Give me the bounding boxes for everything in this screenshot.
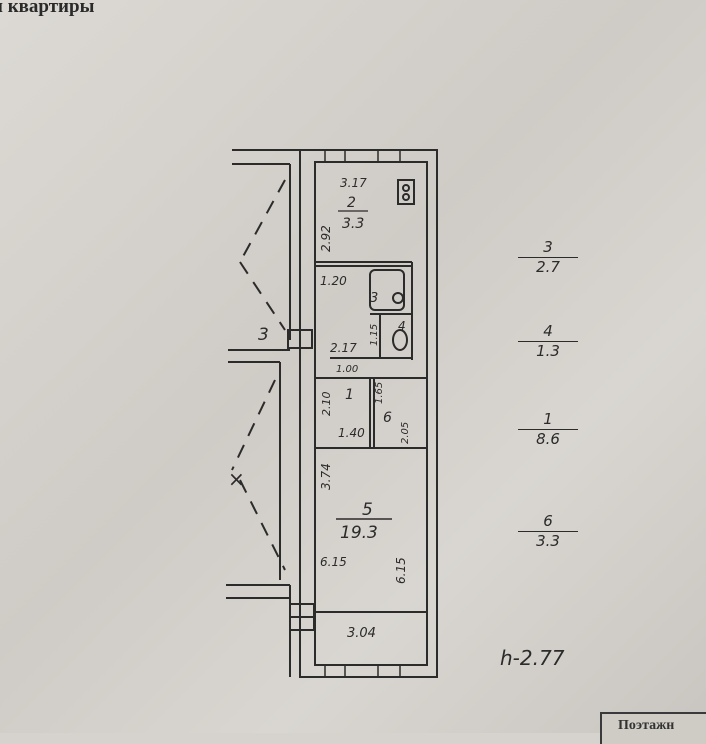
- inner-wall: [314, 161, 428, 666]
- svg-text:5: 5: [362, 500, 373, 520]
- corner-stamp: Поэтажн: [600, 712, 706, 744]
- stamp-text: Поэтажн: [618, 718, 675, 733]
- room-width-dim: 3.04: [347, 626, 376, 641]
- kitchen-width: 3.17: [340, 176, 367, 190]
- closet-depth: 2.05: [400, 422, 411, 444]
- svg-text:2: 2: [347, 195, 356, 211]
- kitchen-depth: 2.92: [319, 225, 333, 252]
- room-6-number: 6: [383, 410, 392, 426]
- corridor-width: 2.17: [330, 341, 357, 355]
- toilet-depth: 1.15: [369, 324, 380, 346]
- svg-text:19.3: 19.3: [340, 523, 378, 543]
- closet-width: 1.65: [374, 382, 385, 404]
- door-width: 1.00: [336, 364, 358, 375]
- stair-label: 3: [258, 325, 269, 345]
- room-right-dim: 6.15: [394, 557, 408, 584]
- outer-wall: [299, 149, 438, 678]
- ceiling-height: h-2.77: [500, 646, 565, 670]
- stove: [397, 179, 415, 205]
- hall-width: 1.40: [338, 426, 365, 440]
- room-5-label: 5 19.3: [336, 500, 392, 543]
- bath-width: 1.20: [320, 274, 347, 288]
- hall-depth: 2.10: [320, 392, 333, 417]
- room-depth-left: 3.74: [319, 463, 333, 490]
- room-3-number: 3: [370, 291, 378, 306]
- bathtub: [369, 269, 405, 311]
- room-left-dim: 6.15: [320, 555, 347, 569]
- room-1-number: 1: [345, 387, 354, 403]
- toilet: [392, 329, 408, 351]
- cross-mark: ×: [228, 467, 245, 491]
- svg-text:3.3: 3.3: [342, 216, 364, 232]
- room-4-number: 4: [398, 319, 406, 333]
- page-title: и квартиры: [0, 0, 95, 17]
- room-2-label: 2 3.3: [338, 195, 368, 232]
